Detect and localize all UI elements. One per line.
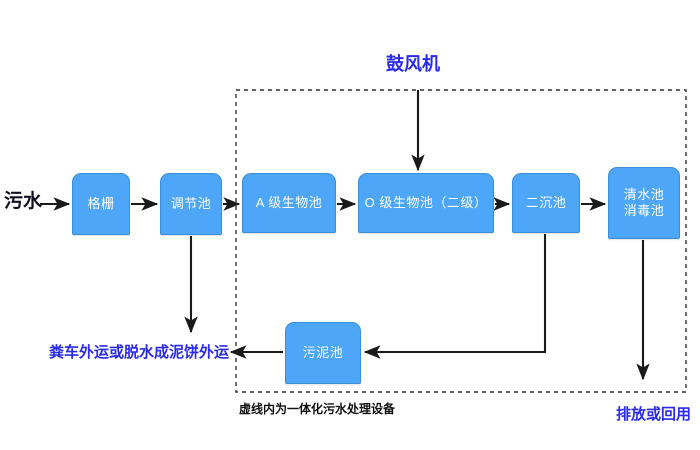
node-bio-tank-a[interactable]: A 级生物池 (242, 173, 336, 233)
node-sludge-pool-label: 污泥池 (302, 344, 344, 360)
node-bio-tank-a-label: A 级生物池 (255, 194, 323, 210)
sludge-haulout-label: 粪车外运或脱水成泥饼外运 (49, 344, 230, 361)
node-sludge-pool[interactable]: 污泥池 (285, 322, 361, 384)
node-secondary-clarifier[interactable]: 二沉池 (512, 173, 580, 233)
frame-caption: 虚线内为一体化污水处理设备 (239, 402, 396, 416)
node-bio-tank-o-label: O 级生物池（二级） (364, 194, 488, 210)
inflow-label: 污水 (4, 191, 43, 212)
arrow-clarifier-to-sludge (363, 234, 547, 359)
discharge-reuse-label: 排放或回用 (616, 406, 692, 423)
node-grid-label: 格栅 (87, 195, 115, 211)
node-clear-water-disinfection-tank[interactable]: 清水池 消毒池 (608, 167, 680, 239)
node-secondary-clarifier-label: 二沉池 (525, 194, 567, 210)
node-equalization-tank-label: 调节池 (170, 195, 212, 211)
node-clear-water-disinfection-tank-label: 清水池 消毒池 (623, 186, 665, 218)
node-equalization-tank[interactable]: 调节池 (160, 173, 222, 235)
blower-label: 鼓风机 (386, 54, 440, 74)
node-grid[interactable]: 格栅 (72, 173, 130, 235)
node-bio-tank-o[interactable]: O 级生物池（二级） (358, 173, 494, 233)
integrated-equipment-frame (235, 89, 687, 393)
